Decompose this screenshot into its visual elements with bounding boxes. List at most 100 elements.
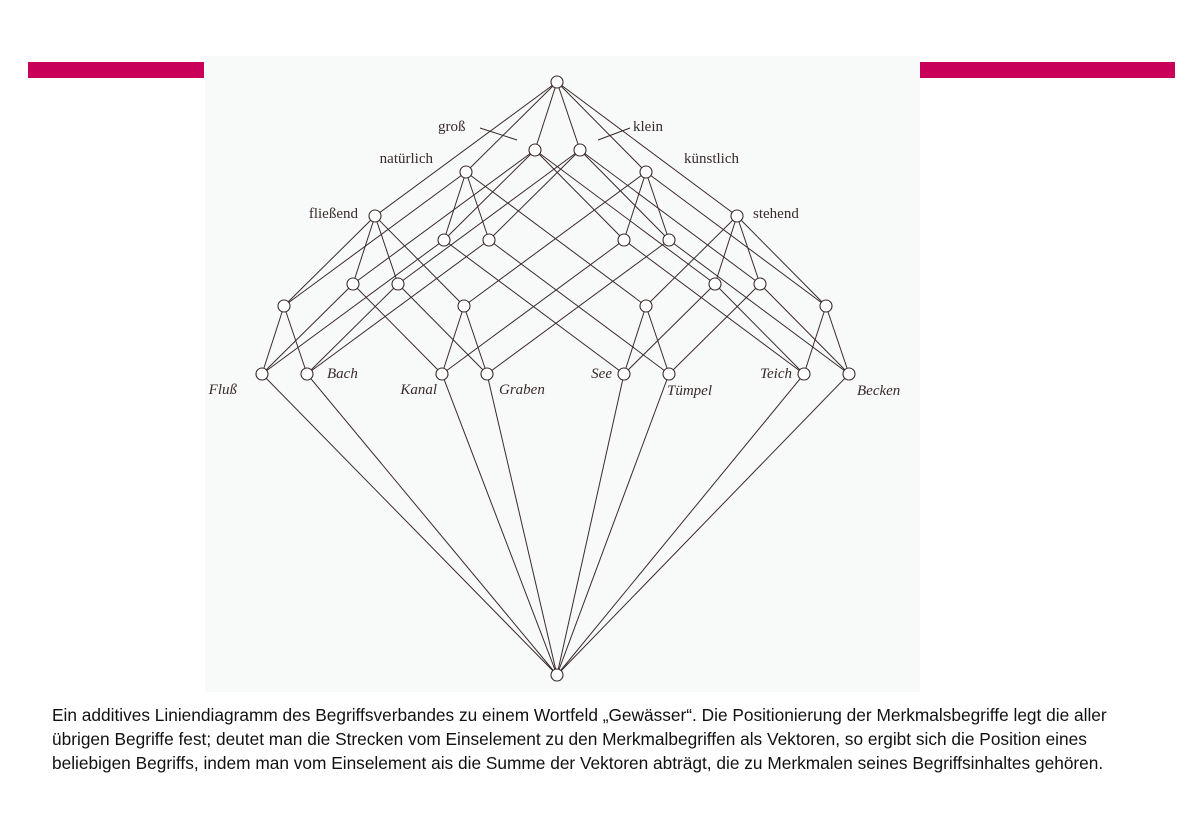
lattice-edge (668, 239, 850, 375)
lattice-figure: groß klein natürlich künstlich fließend stehe… (205, 56, 920, 692)
lattice-edge (443, 171, 467, 241)
concept-node (277, 299, 291, 313)
accent-bar-right (920, 62, 1175, 78)
object-node (617, 367, 631, 381)
lattice-edge (736, 215, 827, 307)
lattice-edge (352, 215, 376, 285)
lattice-edge (352, 149, 536, 285)
object-node (797, 367, 811, 381)
concept-node (391, 277, 405, 291)
lattice-edge (261, 373, 558, 676)
lattice-edge (623, 305, 647, 375)
lattice-edge (623, 239, 805, 375)
attribute-node (639, 165, 653, 179)
lattice-edge (556, 373, 850, 676)
attribute-node (459, 165, 473, 179)
lattice-edge (759, 283, 850, 375)
lattice-edge (306, 283, 399, 375)
attribute-label-fliessend: fließend (309, 206, 359, 222)
attribute-label-kuenstlich: künstlich (684, 151, 739, 167)
attribute-label-stehend: stehend (753, 206, 799, 222)
object-label: Graben (499, 382, 545, 398)
object-label: Tümpel (667, 383, 712, 399)
lattice-edge (352, 283, 443, 375)
accent-bar-left (28, 62, 204, 78)
lattice-edge (374, 81, 558, 217)
object-node (480, 367, 494, 381)
lattice-labels: groß klein natürlich künstlich fließend stehe… (208, 119, 901, 399)
lattice-edge (714, 283, 805, 375)
lattice-edge (486, 373, 558, 676)
lattice-edge (443, 149, 536, 241)
attribute-node (573, 143, 587, 157)
lattice-edge (283, 305, 308, 375)
lattice-edge (306, 373, 558, 676)
object-label: Becken (857, 383, 900, 399)
object-node (842, 367, 856, 381)
lattice-edge (261, 239, 445, 375)
lattice-edges (261, 81, 850, 676)
concept-node (639, 299, 653, 313)
lattice-edge (556, 373, 805, 676)
lattice-edge (441, 373, 558, 676)
lattice-edge (645, 171, 670, 241)
attribute-node (368, 209, 382, 223)
label-leader-line (597, 127, 631, 141)
lattice-edge (534, 81, 558, 151)
lattice-edge (397, 283, 488, 375)
lattice-edge (556, 81, 738, 217)
lattice-edge (825, 305, 850, 375)
attribute-node (730, 209, 744, 223)
lattice-edge (556, 373, 670, 676)
concept-node (457, 299, 471, 313)
concept-node (708, 277, 722, 291)
lattice-edge (486, 239, 670, 375)
attribute-node (528, 143, 542, 157)
concept-node (662, 233, 676, 247)
lattice-edge (645, 305, 670, 375)
object-label: Bach (327, 366, 358, 382)
lattice-edge (261, 305, 285, 375)
object-node (300, 367, 314, 381)
lattice-edge (488, 149, 581, 241)
lattice-nodes (255, 75, 856, 682)
lattice-edge (488, 239, 670, 375)
lattice-edge (283, 171, 467, 307)
lattice-edge (441, 239, 625, 375)
concept-node (617, 233, 631, 247)
attribute-label-gross: groß (438, 119, 466, 135)
lattice-edge (465, 171, 490, 241)
lattice-edge (283, 215, 376, 307)
lattice-edge (579, 149, 761, 285)
top-node (550, 75, 564, 89)
object-label: See (591, 366, 612, 382)
object-node (435, 367, 449, 381)
lattice-edge (714, 215, 738, 285)
lattice-edge (645, 171, 827, 307)
object-label: Kanal (399, 382, 437, 398)
object-label: Fluß (208, 382, 238, 398)
lattice-edge (645, 215, 738, 307)
object-node (662, 367, 676, 381)
lattice-edge (534, 149, 625, 241)
lattice-edge (261, 283, 354, 375)
lattice-edge (668, 283, 761, 375)
lattice-edge (463, 305, 488, 375)
attribute-label-natuerlich: natürlich (380, 151, 434, 167)
concept-node (753, 277, 767, 291)
object-label: Teich (760, 366, 792, 382)
lattice-edge (397, 149, 581, 285)
lattice-edge (463, 171, 647, 307)
lattice-edge (465, 81, 558, 173)
lattice-edge (374, 215, 399, 285)
concept-node (346, 277, 360, 291)
lattice-edge (579, 149, 670, 241)
concept-node (437, 233, 451, 247)
lattice-edge (306, 239, 490, 375)
lattice-edge (556, 373, 625, 676)
figure-caption: Ein additives Liniendiagramm des Begriff… (52, 705, 1107, 773)
concept-node (482, 233, 496, 247)
lattice-edge (736, 215, 761, 285)
attribute-label-klein: klein (633, 119, 663, 135)
object-node (255, 367, 269, 381)
